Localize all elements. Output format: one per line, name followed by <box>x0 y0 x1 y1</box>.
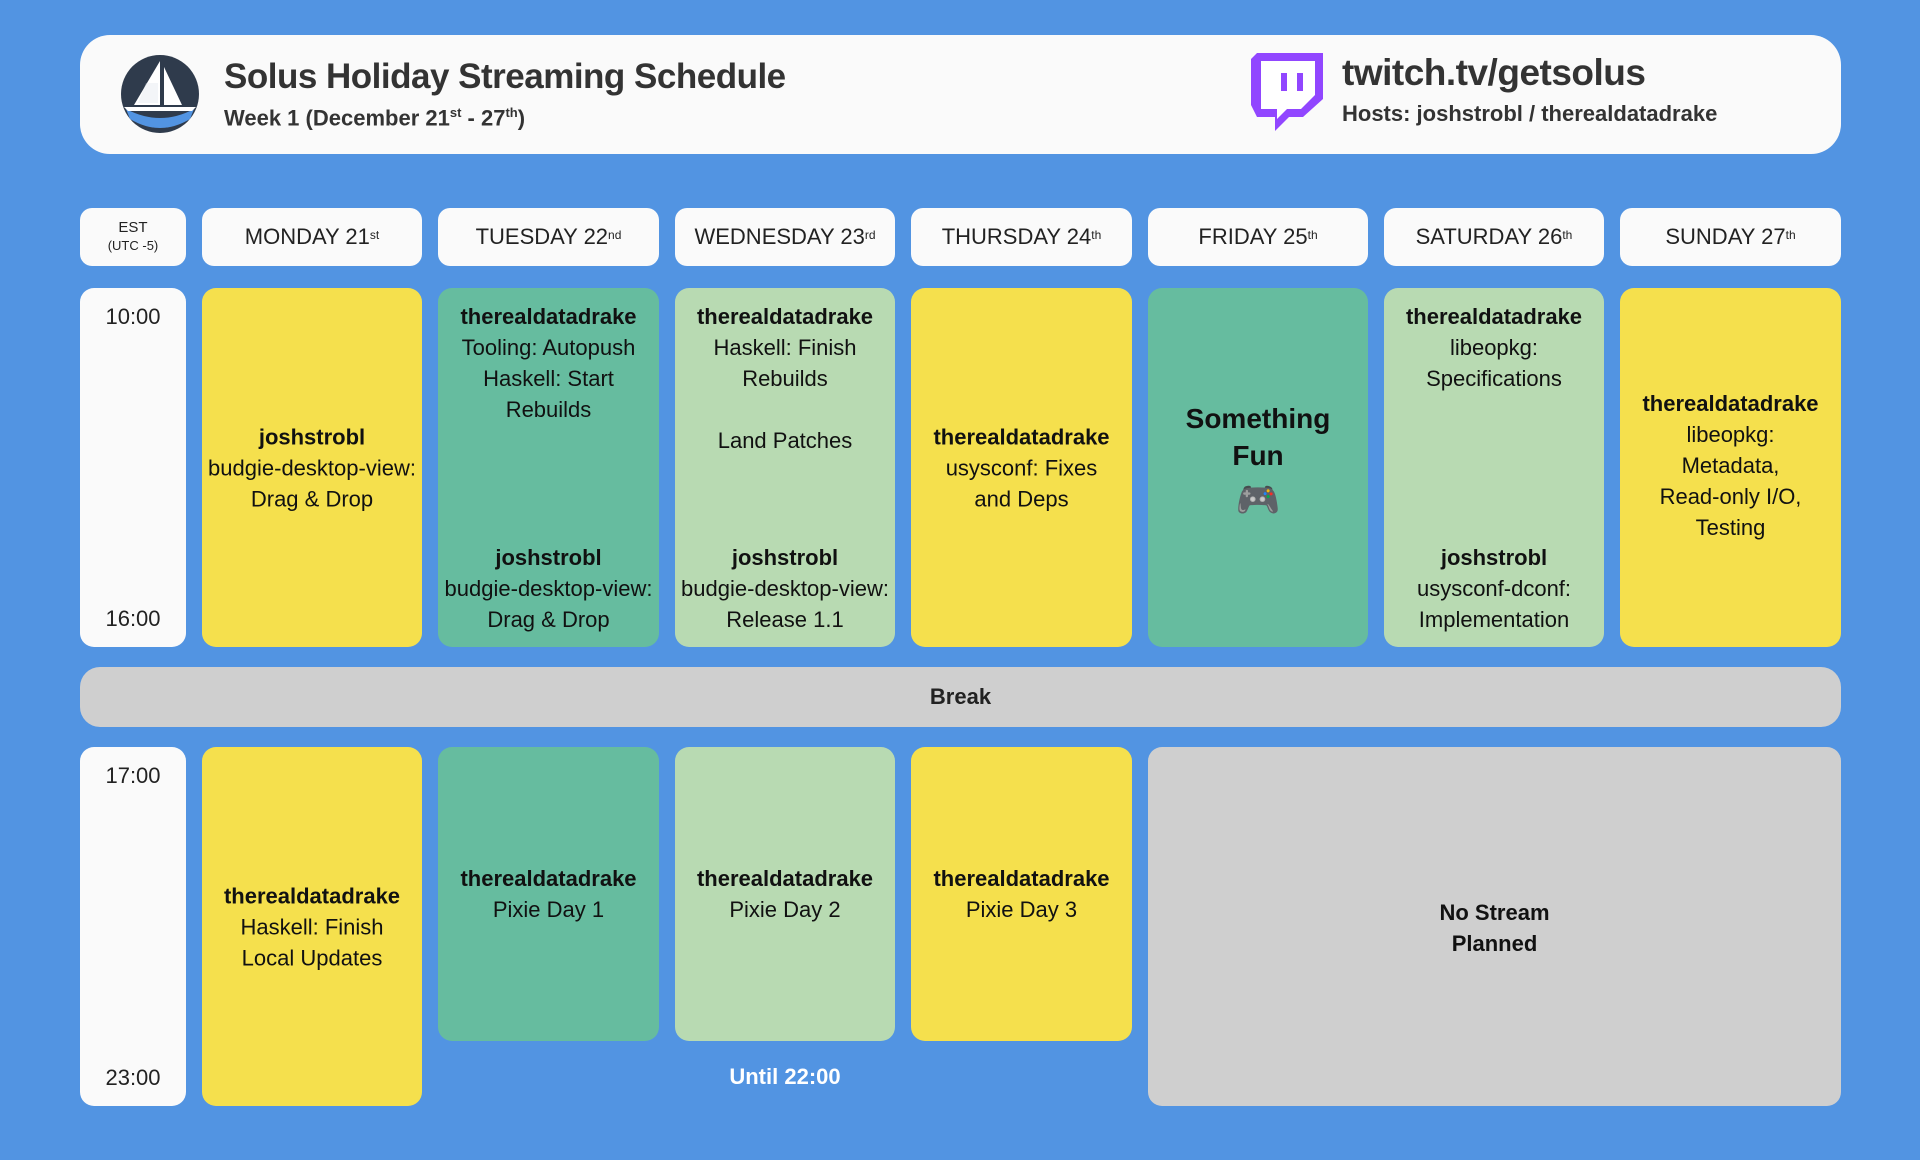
week-subtitle: Week 1 (December 21st - 27th) <box>224 105 526 131</box>
something-fun-title: Something Fun <box>1185 403 1331 471</box>
timezone-header: EST (UTC -5) <box>80 208 186 266</box>
until-label: Until 22:00 <box>729 1064 841 1089</box>
streamer-name: therealdatadrake <box>696 304 874 329</box>
evening-end-time: 23:00 <box>105 1065 161 1090</box>
header-banner: Solus Holiday Streaming Schedule Week 1 … <box>80 35 1841 154</box>
stream-topic: Haskell: Finish Rebuilds Land Patches <box>713 335 857 453</box>
stream-topic: usysconf-dconf: Implementation <box>1416 576 1572 632</box>
slot-wednesday-evening[interactable]: therealdatadrake Pixie Day 2 <box>675 747 895 1041</box>
morning-time-column: 10:00 16:00 <box>80 288 186 647</box>
stream-topic: Pixie Day 3 <box>965 897 1078 922</box>
twitch-icon <box>1251 53 1323 131</box>
slot-tuesday-evening[interactable]: therealdatadrake Pixie Day 1 <box>438 747 659 1041</box>
stream-topic: usysconf: Fixes and Deps <box>945 455 1098 511</box>
stream-topic: libeopkg: Specifications <box>1426 335 1562 391</box>
break-bar: Break <box>80 667 1841 727</box>
morning-end-time: 16:00 <box>105 606 161 631</box>
twitch-url[interactable]: twitch.tv/getsolus <box>1342 52 1646 93</box>
streamer-name: therealdatadrake <box>460 866 637 891</box>
streamer-name: therealdatadrake <box>460 304 637 329</box>
stream-topic: Haskell: Finish Local Updates <box>240 914 384 970</box>
streamer-name: therealdatadrake <box>933 424 1110 449</box>
stream-topic: budgie-desktop-view: Drag & Drop <box>444 576 653 632</box>
hosts-label: Hosts: joshstrobl / therealdatadrake <box>1342 101 1718 126</box>
streamer-name: therealdatadrake <box>696 866 874 891</box>
slot-tuesday-morning[interactable]: therealdatadrake Tooling: Autopush Haske… <box>438 288 659 647</box>
slot-thursday-evening[interactable]: therealdatadrake Pixie Day 3 <box>911 747 1132 1041</box>
slot-wednesday-morning[interactable]: therealdatadrake Haskell: Finish Rebuild… <box>675 288 895 647</box>
slot-monday-evening[interactable]: therealdatadrake Haskell: Finish Local U… <box>202 747 422 1106</box>
timezone-offset: (UTC -5) <box>107 238 159 253</box>
slot-friday-morning[interactable]: Something Fun 🎮 <box>1148 288 1368 647</box>
slot-monday-morning[interactable]: joshstrobl budgie-desktop-view: Drag & D… <box>202 288 422 647</box>
stream-topic: Pixie Day 1 <box>492 897 605 922</box>
stream-topic: Tooling: Autopush Haskell: Start Rebuild… <box>461 335 636 422</box>
stream-topic: budgie-desktop-view: Drag & Drop <box>208 455 416 511</box>
timezone-label: EST <box>118 219 148 236</box>
morning-start-time: 10:00 <box>105 304 161 329</box>
slot-saturday-morning[interactable]: therealdatadrake libeopkg: Specification… <box>1384 288 1604 647</box>
page-title: Solus Holiday Streaming Schedule <box>224 57 786 96</box>
slot-thursday-morning[interactable]: therealdatadrake usysconf: Fixes and Dep… <box>911 288 1132 647</box>
streamer-name: joshstrobl <box>495 545 602 570</box>
slot-sunday-morning[interactable]: therealdatadrake libeopkg: Metadata, Rea… <box>1620 288 1841 647</box>
streamer-name: joshstrobl <box>258 424 366 449</box>
streamer-name: joshstrobl <box>1440 545 1548 570</box>
evening-time-column: 17:00 23:00 <box>80 747 186 1106</box>
stream-topic: Pixie Day 2 <box>729 897 841 922</box>
streamer-name: therealdatadrake <box>1405 304 1583 329</box>
slot-weekend-evening: No Stream Planned <box>1148 747 1841 1106</box>
stream-topic: libeopkg: Metadata, Read-only I/O, Testi… <box>1659 422 1802 540</box>
streamer-name: therealdatadrake <box>223 883 401 908</box>
stream-topic: budgie-desktop-view: Release 1.1 <box>681 576 889 632</box>
no-stream-label: No Stream Planned <box>1439 900 1550 956</box>
evening-start-time: 17:00 <box>105 763 161 788</box>
streamer-name: therealdatadrake <box>933 866 1110 891</box>
gamepad-icon: 🎮 <box>1235 479 1281 520</box>
streamer-name: therealdatadrake <box>1642 391 1819 416</box>
streamer-name: joshstrobl <box>731 545 839 570</box>
solus-logo-icon <box>121 55 199 133</box>
